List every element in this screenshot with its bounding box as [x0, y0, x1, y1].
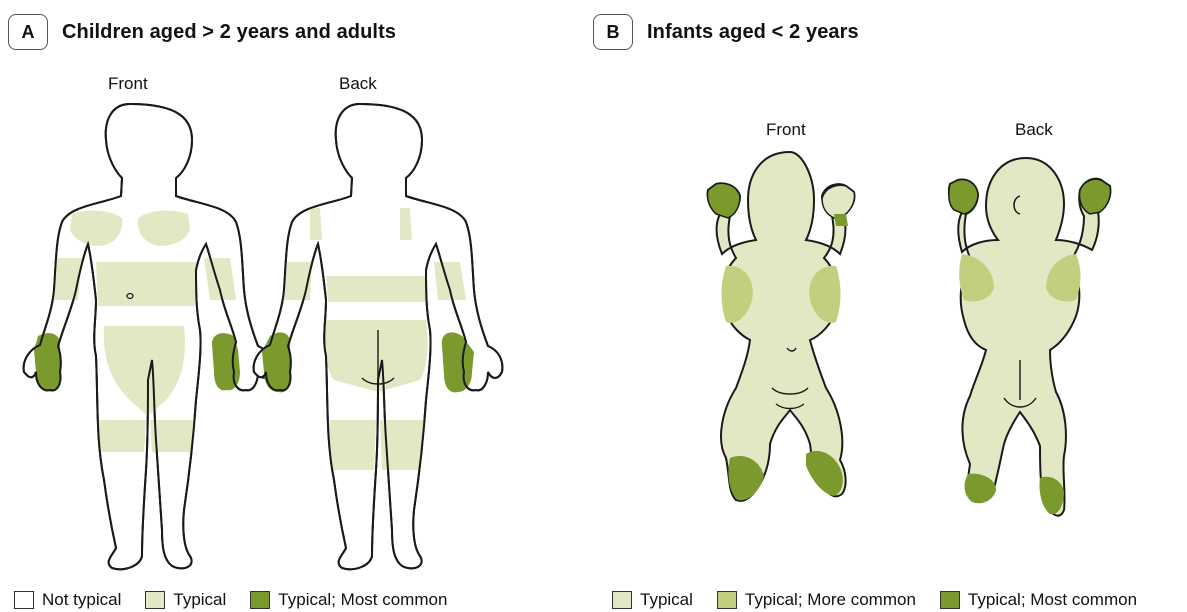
legend-item-not-typical: Not typical: [14, 590, 121, 610]
adult-back-figure: [254, 104, 503, 569]
legend-label: Typical: [640, 590, 693, 610]
legend-label: Typical; Most common: [278, 590, 447, 610]
legend-label: Typical; More common: [745, 590, 916, 610]
legend-item-typical: Typical: [145, 590, 226, 610]
legend-item-more-common: Typical; More common: [717, 590, 916, 610]
legend-item-most-common: Typical; Most common: [250, 590, 447, 610]
adult-front-figure: [24, 104, 273, 569]
infant-back-figure: [949, 158, 1111, 516]
legend-swatch: [145, 591, 165, 609]
legend-label: Typical: [173, 590, 226, 610]
legend-swatch: [717, 591, 737, 609]
body-distribution-figure: [0, 0, 1187, 585]
legend-swatch: [250, 591, 270, 609]
legend-item-most-common: Typical; Most common: [940, 590, 1137, 610]
legend-label: Typical; Most common: [968, 590, 1137, 610]
legend-swatch: [14, 591, 34, 609]
legend-item-typical: Typical: [612, 590, 693, 610]
panel-b-legend: Typical Typical; More common Typical; Mo…: [612, 590, 1137, 610]
legend-label: Not typical: [42, 590, 121, 610]
legend-swatch: [940, 591, 960, 609]
legend-swatch: [612, 591, 632, 609]
panel-a-legend: Not typical Typical Typical; Most common: [14, 590, 471, 610]
infant-front-figure: [707, 152, 854, 501]
